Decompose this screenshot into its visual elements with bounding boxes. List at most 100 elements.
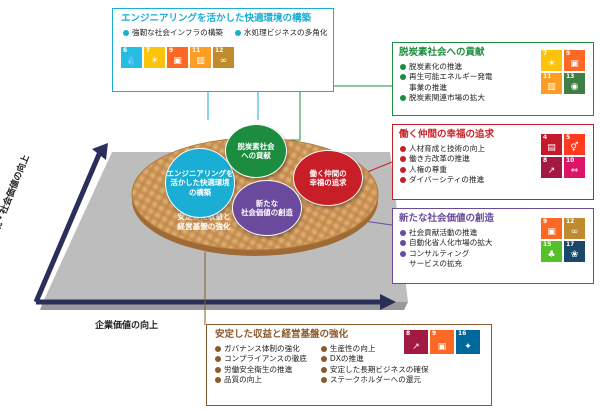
sdg-number: 17 (566, 241, 575, 248)
list-item: 安定した長期ビジネスの確保 (320, 365, 429, 375)
bubble-new-value: 新たな 社会価値の創造 (232, 180, 302, 236)
box-engineering-title: エンジニアリングを活かした快適環境の構築 (121, 13, 312, 24)
sdg-number: 9 (432, 330, 437, 337)
cubes-icon: ▣ (173, 56, 182, 66)
sdg-goal-10: 10 ⇔ (564, 157, 585, 178)
bullet-dot (400, 64, 406, 70)
equality-icon: ⇔ (570, 166, 579, 176)
bullet-dot (400, 146, 406, 152)
y-axis (33, 151, 103, 303)
sdg-number: 6 (123, 47, 128, 54)
sdg-goal-13: 13◉ (564, 73, 585, 94)
sdg-goal-9: 9▣ (167, 47, 188, 68)
water-drop-icon: 💧 (125, 56, 138, 66)
bullet-dot (400, 261, 406, 267)
list-item: 脱炭素関連市場の拡大 (400, 93, 593, 103)
bullet-dot (400, 240, 406, 247)
box-new-value-title: 新たな社会価値の創造 (399, 213, 495, 224)
flower-icon: ❀ (570, 250, 579, 260)
sdg-number: 15 (543, 241, 552, 248)
bullet-dot (320, 356, 327, 363)
list-item: ガバナンス体制の強化 (215, 344, 307, 354)
sdg-number: 11 (192, 47, 201, 54)
sdg-number: 16 (458, 330, 467, 337)
sdg-icons-wellbeing: 4 ▤ 5⚥8↗ 10 ⇔ (541, 134, 585, 178)
bullet-dot (215, 366, 221, 373)
list-item: 労働安全衛生の推進 (215, 365, 307, 375)
list-item: 働き方改革の推進 (400, 154, 593, 164)
list-item: ダイバーシティの推進 (400, 175, 593, 185)
box-decarbon: 脱炭素社会への貢献 脱炭素化の推進再生可能エネルギー発電事業の推進脱炭素関連市場… (392, 42, 594, 116)
list-item: 水処理ビジネスの多角化 (234, 28, 327, 38)
sdg-goal-6: 6💧 (121, 47, 142, 68)
sdg-number: 8 (406, 330, 411, 337)
list-item: 脱炭素化の推進 (400, 62, 593, 72)
bullet-dot (215, 377, 221, 384)
bubble-engineering: エンジニアリングを 活かした快適環境 の構築 (165, 148, 235, 218)
infinity-icon: ∞ (570, 227, 579, 237)
y-axis-arrow (92, 143, 108, 160)
sdg-goal-5: 5⚥ (564, 134, 585, 155)
cubes-icon: ▣ (437, 342, 447, 352)
bullet-dot (320, 366, 327, 373)
list-item: 再生可能エネルギー発電 (400, 72, 593, 82)
bullet-dot (400, 95, 406, 102)
box-stable-title: 安定した収益と経営基盤の強化 (215, 329, 349, 340)
buildings-icon: ▥ (547, 82, 556, 92)
sdg-number: 9 (169, 47, 174, 54)
x-axis-label: 企業価値の向上 (95, 321, 159, 331)
sdg-number: 10 (566, 157, 575, 164)
bullet-dot (400, 166, 406, 173)
list-item: DXの推進 (320, 354, 429, 364)
tree-icon: ♣ (547, 250, 556, 260)
gender-icon: ⚥ (570, 143, 579, 153)
bullet-dot (215, 356, 221, 363)
sdg-goal-8: 8↗ (541, 157, 562, 178)
list-item: 人材育成と技術の向上 (400, 144, 593, 154)
sdg-goal-11: 11 ▥ (541, 73, 562, 94)
box-wellbeing-title: 働く仲間の幸福の追求 (399, 129, 495, 140)
cubes-icon: ▣ (570, 59, 579, 69)
bullet-dot (400, 250, 406, 257)
list-item: 社会貢献活動の推進 (400, 228, 593, 238)
list-item: 品質の向上 (215, 375, 307, 385)
list-item: 強靭な社会インフラの構築 (123, 28, 223, 38)
sdg-goal-16: 16 ✦ (456, 330, 480, 354)
bullet-dot (320, 346, 327, 352)
bullet-dot (320, 377, 327, 384)
sdg-icons-new-value: 9▣ 12 ∞ 15 ♣ 17 ❀ (541, 218, 585, 262)
sdg-number: 9 (566, 50, 571, 57)
sdg-number: 7 (146, 47, 151, 54)
book-icon: ▤ (547, 143, 556, 153)
sdg-number: 11 (543, 73, 552, 80)
sun-icon: ☀ (150, 56, 159, 66)
dove-icon: ✦ (464, 342, 472, 352)
sdg-goal-17: 17 ❀ (564, 241, 585, 262)
list-item: サービスの拡充 (400, 259, 593, 269)
bullet-dot (400, 230, 406, 236)
sdg-goal-12: 12 ∞ (213, 47, 234, 68)
sdg-number: 12 (566, 218, 575, 225)
sdg-goal-9: 9▣ (564, 50, 585, 71)
bullet-dot (400, 74, 406, 81)
list-item: コンサルティング (400, 249, 593, 259)
box-wellbeing: 働く仲間の幸福の追求 人材育成と技術の向上働き方改革の推進人権の尊重ダイバーシテ… (392, 124, 594, 200)
sdg-number: 12 (215, 47, 224, 54)
sdg-goal-12: 12 ∞ (564, 218, 585, 239)
bullet-dot (400, 156, 406, 163)
bubble-decarbon: 脱炭素社会 への貢献 (225, 124, 287, 178)
infinity-icon: ∞ (219, 56, 228, 66)
sdg-number: 4 (543, 134, 548, 141)
sdg-icons-engineering: 6💧7☀9▣11▥12∞ (121, 47, 234, 68)
sdg-goal-9: 9▣ (541, 218, 562, 239)
bullet-dot (400, 85, 406, 91)
bullet-dot (400, 177, 406, 184)
sdg-icons-decarbon: 7☀9▣11▥13◉ (541, 50, 585, 94)
sdg-goal-9: 9▣ (430, 330, 454, 354)
box-stable: 安定した収益と経営基盤の強化 ガバナンス体制の強化コンプライアンスの徹底労働安全… (206, 324, 492, 406)
sdg-icons-stable: 8↗ 9▣ 16 ✦ (404, 330, 480, 354)
sdg-number: 13 (566, 73, 575, 80)
sun-icon: ☀ (547, 59, 556, 69)
growth-icon: ↗ (412, 342, 420, 352)
x-axis-arrow (380, 294, 396, 310)
